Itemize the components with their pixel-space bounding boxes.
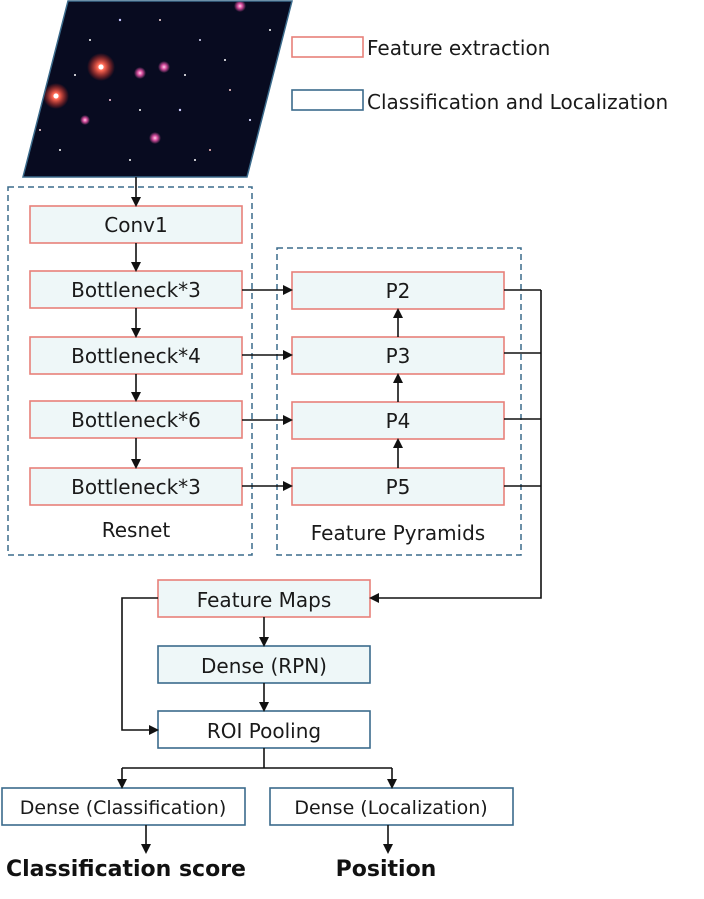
pyramid-level-label: P2: [386, 279, 411, 303]
position-output: Position: [336, 857, 437, 882]
resnet-block-bottleneck-1: Bottleneck*3: [29, 270, 243, 309]
dense-classification-label: Dense (Classification): [20, 797, 227, 819]
starfield-icon: [23, 1, 292, 177]
pyramid-level-label: P3: [386, 344, 411, 368]
feature-maps-label: Feature Maps: [197, 588, 332, 612]
resnet-block-bottleneck-2: Bottleneck*4: [29, 336, 243, 375]
resnet-block-label: Bottleneck*6: [71, 408, 201, 432]
legend-classification-label: Classification and Localization: [367, 90, 668, 114]
rpn-label: Dense (RPN): [201, 654, 327, 678]
resnet-block-conv1: Conv1: [29, 205, 243, 244]
resnet-block-bottleneck-3: Bottleneck*6: [29, 400, 243, 439]
legend: Feature extraction Classification and Lo…: [291, 36, 668, 114]
pyramid-level-label: P4: [386, 409, 411, 433]
resnet-block-label: Bottleneck*3: [71, 278, 201, 302]
dense-localization-box: Dense (Localization): [269, 787, 514, 826]
feature-pyramid-group: [276, 247, 522, 556]
feature-pyramid-label: Feature Pyramids: [311, 521, 485, 545]
resnet-block-label: Conv1: [104, 213, 167, 237]
arrow-feature-maps-to-roi: [121, 597, 159, 735]
resnet-block-label: Bottleneck*3: [71, 475, 201, 499]
pyramid-level-label: P5: [386, 475, 411, 499]
pyramid-level-p2: P2: [291, 271, 505, 310]
rpn-box: Dense (RPN): [157, 645, 371, 684]
classification-score-output: Classification score: [6, 857, 246, 882]
roi-pooling-box: ROI Pooling: [157, 710, 371, 749]
resnet-group: [7, 186, 253, 556]
dense-classification-box: Dense (Classification): [1, 787, 246, 826]
resnet-block-label: Bottleneck*4: [71, 344, 201, 368]
connectors: [117, 177, 542, 854]
resnet-label: Resnet: [102, 518, 171, 542]
arrow-pyramid-to-feature-maps: [369, 290, 542, 603]
legend-feature-extraction-swatch: [291, 36, 364, 58]
pyramid-level-p3: P3: [291, 336, 505, 375]
dense-localization-label: Dense (Localization): [294, 797, 487, 819]
legend-classification-swatch: [291, 89, 364, 111]
legend-feature-extraction-label: Feature extraction: [367, 36, 550, 60]
resnet-block-bottleneck-4: Bottleneck*3: [29, 467, 243, 506]
pyramid-level-p4: P4: [291, 401, 505, 440]
roi-pooling-label: ROI Pooling: [207, 719, 321, 743]
input-starfield-image: [22, 0, 293, 178]
feature-maps-box: Feature Maps: [157, 579, 371, 618]
pyramid-level-p5: P5: [291, 467, 505, 506]
